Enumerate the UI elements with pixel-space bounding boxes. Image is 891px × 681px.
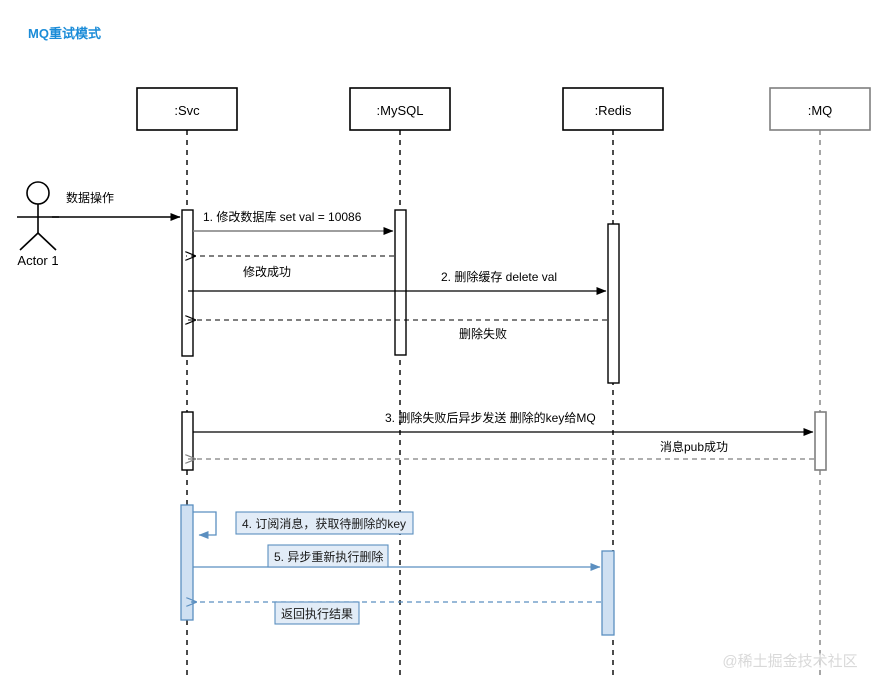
lifeline-label-redis: :Redis [595, 103, 632, 118]
message-label-m4: 删除失败 [459, 326, 507, 341]
actor-leg-right-icon [37, 232, 57, 251]
message-entry-data-operation[interactable]: 数据操作 [52, 190, 181, 221]
actor-name-label: Actor 1 [17, 253, 58, 268]
page-title: MQ重试模式 [28, 26, 101, 41]
lifeline-label-svc: :Svc [174, 103, 200, 118]
activation-mysql-1 [394, 209, 407, 356]
actor-head-icon [26, 181, 50, 205]
activation-redis-2 [601, 550, 615, 636]
lifeline-label-mq: :MQ [808, 103, 833, 118]
activation-mq-1 [814, 411, 827, 471]
message-arrow-m7 [193, 511, 217, 539]
message-label-m8: 5. 异步重新执行删除 [274, 549, 383, 564]
activation-svc-1 [181, 209, 194, 357]
message-label-m9: 返回执行结果 [281, 607, 353, 621]
message-update-db[interactable]: 1. 修改数据库 set val = 10086 [193, 209, 394, 235]
message-label-box-m8 [267, 544, 389, 568]
activation-svc-2 [181, 411, 194, 471]
message-label-m0: 数据操作 [66, 190, 114, 205]
message-return-result[interactable]: 返回执行结果 [187, 601, 601, 625]
lifeline-box-mq[interactable] [769, 87, 871, 131]
message-pub-success[interactable]: 消息pub成功 [186, 439, 814, 459]
message-label-box-m9 [274, 601, 360, 625]
activation-redis-1 [607, 223, 620, 384]
message-subscribe-get-key[interactable]: 4. 订阅消息，获取待删除的key [193, 511, 414, 539]
lifeline-box-mysql[interactable] [349, 87, 451, 131]
message-delete-cache[interactable]: 2. 删除缓存 delete val [188, 269, 607, 295]
watermark: @稀土掘金技术社区 [722, 653, 857, 670]
message-label-m7: 4. 订阅消息，获取待删除的key [242, 516, 406, 531]
message-label-m6: 消息pub成功 [660, 439, 728, 454]
message-label-m2: 修改成功 [243, 264, 291, 279]
actor-leg-left-icon [19, 232, 39, 251]
message-update-success[interactable]: 修改成功 [186, 256, 394, 279]
activation-svc-3 [180, 504, 194, 621]
message-label-m5: 3. 删除失败后异步发送 删除的key给MQ [385, 410, 596, 425]
lifeline-mq[interactable]: :MQ [769, 87, 871, 676]
lifeline-label-mysql: :MySQL [377, 103, 424, 118]
lifeline-box-svc[interactable] [136, 87, 238, 131]
lifeline-mysql[interactable]: :MySQL [349, 87, 451, 676]
message-delete-failed[interactable]: 删除失败 [186, 320, 607, 341]
message-label-box-m7 [235, 511, 414, 535]
lifeline-box-redis[interactable] [562, 87, 664, 131]
actor-figure[interactable]: Actor 1 [17, 181, 59, 268]
message-label-m3: 2. 删除缓存 delete val [441, 269, 557, 284]
message-async-retry-delete[interactable]: 5. 异步重新执行删除 [193, 544, 601, 571]
message-async-send-key-to-mq[interactable]: 3. 删除失败后异步发送 删除的key给MQ [193, 410, 814, 436]
message-label-m1: 1. 修改数据库 set val = 10086 [203, 209, 362, 224]
